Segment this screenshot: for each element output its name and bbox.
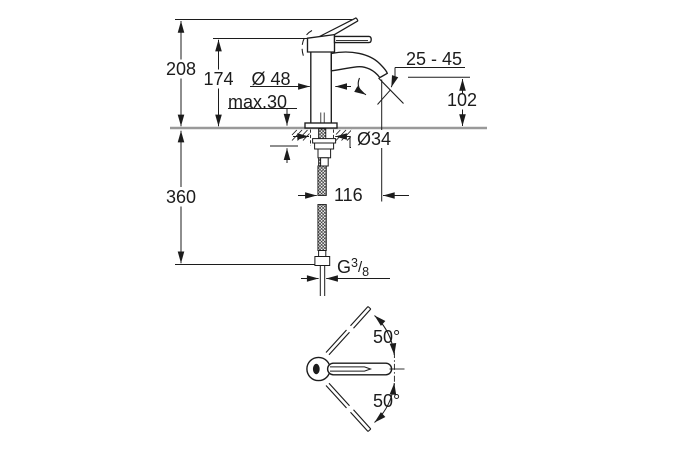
lever-swung-down [325,382,372,432]
aerator-dot [312,363,320,375]
washer [312,138,337,144]
spout [330,51,389,79]
thread-letter: G [337,257,352,277]
dim-base-diameter: Ø 48 [251,68,291,89]
angle-swing-lower: 50° [373,390,401,411]
extension-lines [175,19,470,265]
dim-overall-height: 208 [165,59,197,79]
dim-hose-length: 360 [165,187,197,207]
dim-spout-height: 102 [447,90,478,110]
dim-stream-range: 25 - 45 [405,49,463,69]
faucet-body [310,52,332,123]
dim-hole-diameter: Ø34 [351,130,397,148]
dim-spout-reach: 116 [334,184,363,205]
thread-slash: / [357,259,363,276]
swing-arc-lower [374,382,397,423]
hose-end-nut [314,256,331,266]
dim-body-height: 174 [203,69,234,89]
thread-denominator: 8 [362,264,370,279]
connection-pipe [319,265,326,296]
supply-hose-lower [317,204,327,251]
dim-thread-size: G3/8 [337,256,370,279]
thread-numerator: 3 [351,256,358,270]
supply-hose-upper [317,165,327,196]
faucet-top-view [306,306,405,432]
lever-swung-up [325,306,372,356]
faucet-head [306,33,336,53]
swing-arc-upper [374,315,397,356]
faucet-side-view [301,17,389,129]
angle-swing-upper: 50° [373,327,401,347]
lever-closed [333,35,372,44]
mounting-and-hose [312,128,337,296]
dim-max-thickness: max.30 [228,91,288,112]
base-flange [304,122,338,129]
lever-top-view [326,362,393,376]
mounting-nut [314,142,335,150]
